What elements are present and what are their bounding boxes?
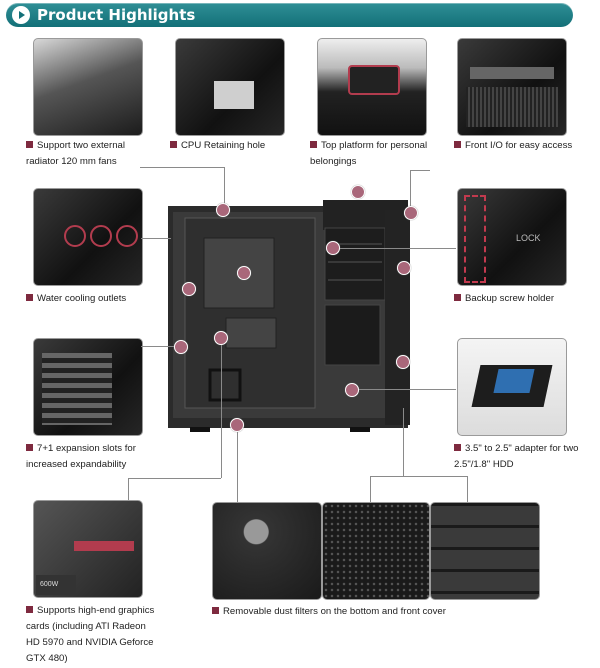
connector-line [141, 346, 181, 347]
caption-water-cooling: Water cooling outlets [26, 291, 166, 307]
photo-top-platform [317, 38, 427, 136]
bullet-icon [26, 444, 33, 451]
connector-line [352, 389, 456, 390]
hotspot-water-cooling[interactable] [182, 282, 196, 296]
psu-label: 600W [40, 581, 59, 588]
bullet-icon [26, 141, 33, 148]
hotspot-graphics[interactable] [214, 331, 228, 345]
connector-line [370, 476, 467, 477]
caption-graphics: Supports high-end graphics cards (includ… [26, 605, 155, 664]
caption-cpu-hole: CPU Retaining hole [170, 138, 300, 154]
caption-dust-filters: Removable dust filters on the bottom and… [212, 604, 512, 620]
hotspot-front-filter[interactable] [396, 355, 410, 369]
photo-dust-filter-front-b [430, 502, 540, 600]
connector-line [237, 424, 238, 502]
photo-hdd-adapter [457, 338, 567, 436]
page-title: Product Highlights [37, 6, 196, 24]
bullet-icon [454, 444, 461, 451]
hotspot-expansion-slots[interactable] [174, 340, 188, 354]
bullet-icon [26, 606, 33, 613]
connector-line [140, 167, 224, 168]
caption-hdd-adapter: 3.5" to 2.5" adapter for two 2.5"/1.8" H… [454, 443, 579, 470]
hotspot-motherboard[interactable] [237, 266, 251, 280]
hotspot-bottom-filter[interactable] [230, 418, 244, 432]
bullet-icon [26, 294, 33, 301]
caption-top-platform: Top platform for personal belongings [310, 140, 428, 167]
bullet-icon [170, 141, 177, 148]
connector-line [224, 167, 225, 209]
connector-line [141, 238, 171, 239]
bullet-icon [310, 141, 317, 148]
hotspot-front-io[interactable] [404, 206, 418, 220]
connector-line [128, 478, 129, 500]
bullet-icon [454, 141, 461, 148]
hotspot-front-bay[interactable] [397, 261, 411, 275]
section-header: Product Highlights [6, 3, 573, 27]
connector-line [410, 170, 430, 171]
connector-line [410, 170, 411, 212]
photo-expansion-slots [33, 338, 143, 436]
photo-water-cooling-outlets [33, 188, 143, 286]
connector-line [336, 248, 456, 249]
connector-line [403, 408, 404, 476]
connector-line [467, 476, 468, 502]
caption-radiator: Support two external radiator 120 mm fan… [26, 140, 125, 167]
arrow-icon [12, 6, 30, 24]
photo-cpu-retaining-hole [175, 38, 285, 136]
caption-backup-screw: Backup screw holder [454, 291, 594, 307]
bullet-icon [212, 607, 219, 614]
hotspot-backup-screw[interactable] [326, 241, 340, 255]
bullet-icon [454, 294, 461, 301]
photo-backup-screw-holder: LOCK [457, 188, 567, 286]
caption-expansion-slots: 7+1 expansion slots for increased expand… [26, 443, 136, 470]
photo-dust-filter-front-a [322, 502, 430, 600]
hotspot-top-platform[interactable] [351, 185, 365, 199]
connector-line [370, 476, 371, 502]
caption-front-io: Front I/O for easy access [454, 138, 594, 154]
lock-label: LOCK [516, 233, 541, 243]
hotspot-hdd-adapter[interactable] [345, 383, 359, 397]
connector-line [128, 478, 221, 479]
photo-radiator-fans [33, 38, 143, 136]
hotspot-cpu-hole[interactable] [216, 203, 230, 217]
connector-line [221, 338, 222, 478]
photo-graphics-cards: 600W [33, 500, 143, 598]
photo-front-io [457, 38, 567, 136]
photo-dust-filter-bottom [212, 502, 322, 600]
